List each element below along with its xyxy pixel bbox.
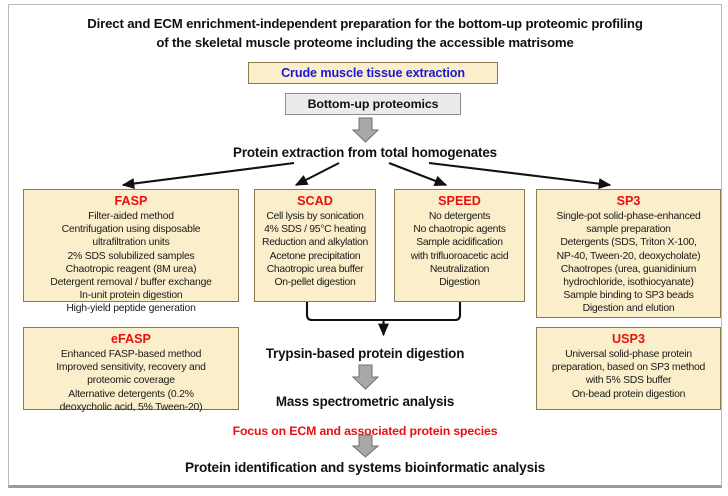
figure-frame: Direct and ECM enrichment-independent pr… [8, 4, 722, 488]
method-line: Reduction and alkylation [261, 237, 369, 249]
block-arrow-down-final [351, 434, 380, 458]
figure-title: Direct and ECM enrichment-independent pr… [9, 15, 721, 52]
method-name-usp3: USP3 [612, 332, 645, 346]
method-box-fasp: FASP Filter-aided method Centrifugation … [23, 189, 239, 314]
method-line: NP-40, Tween-20, deoxycholate) [556, 250, 701, 262]
crude-muscle-tissue-extraction-box: Crude muscle tissue extraction [248, 62, 498, 84]
method-line: Sample binding to SP3 beads [563, 290, 694, 302]
method-name-speed: SPEED [438, 194, 481, 208]
method-line: High-yield peptide generation [66, 303, 196, 315]
method-line: with 5% SDS buffer [585, 375, 672, 387]
method-box-speed: SPEED No detergents No chaotropic agents… [394, 189, 525, 302]
method-line: Filter-aided method [88, 211, 174, 222]
method-line: hydrochloride, isothiocyanate) [563, 277, 694, 289]
method-line: with trifluoroacetic acid [410, 250, 509, 262]
method-line: sample preparation [586, 224, 671, 236]
figure-title-line-2: of the skeletal muscle proteome includin… [156, 34, 574, 50]
method-line: deoxycholic acid, 5% Tween-20) [59, 401, 203, 413]
diverging-arrows [121, 161, 612, 190]
method-line: No chaotropic agents [413, 224, 506, 236]
method-line: 4% SDS / 95°C heating [264, 224, 366, 236]
trypsin-digestion-label: Trypsin-based protein digestion [265, 346, 465, 361]
method-line: Single-pot solid-phase-enhanced [556, 211, 701, 222]
mass-spectrometric-analysis-label: Mass spectrometric analysis [275, 394, 455, 409]
method-line: Centrifugation using disposable [61, 224, 201, 236]
method-name-efasp: eFASP [111, 332, 151, 346]
method-name-scad: SCAD [297, 194, 333, 208]
method-line: Chaotropes (urea, guanidinium [560, 263, 697, 275]
method-line: Universal solid-phase protein [565, 349, 692, 360]
method-line: Detergents (SDS, Triton X-100, [560, 237, 697, 249]
method-line: Digestion [439, 277, 480, 289]
method-line: proteomic coverage [87, 375, 175, 387]
method-line: No detergents [428, 211, 491, 222]
method-box-scad: SCAD Cell lysis by sonication 4% SDS / 9… [254, 189, 376, 302]
figure-title-line-1: Direct and ECM enrichment-independent pr… [87, 16, 643, 31]
method-line: ultrafiltration units [92, 237, 170, 249]
method-line: In-unit protein digestion [79, 290, 183, 302]
bottom-up-proteomics-box: Bottom-up proteomics [285, 93, 461, 115]
method-line: Digestion and elution [582, 303, 675, 315]
method-name-fasp: FASP [114, 194, 148, 208]
method-lines-efasp: Enhanced FASP-based method Improved sens… [24, 348, 238, 414]
method-line: Acetone precipitation [269, 250, 361, 262]
method-box-efasp: eFASP Enhanced FASP-based method Improve… [23, 327, 239, 413]
method-line: Chaotropic urea buffer [266, 263, 364, 275]
block-arrow-down-massspec [351, 364, 380, 390]
scad-speed-join-bracket [305, 302, 462, 337]
method-name-sp3: SP3 [616, 194, 641, 208]
method-lines-sp3: Single-pot solid-phase-enhanced sample p… [537, 210, 720, 316]
method-line: Detergent removal / buffer exchange [50, 277, 212, 289]
method-line: On-pellet digestion [274, 277, 356, 289]
protein-extraction-label: Protein extraction from total homogenate… [233, 145, 497, 160]
method-lines-fasp: Filter-aided method Centrifugation using… [24, 210, 238, 316]
method-lines-scad: Cell lysis by sonication 4% SDS / 95°C h… [255, 210, 375, 289]
method-line: Enhanced FASP-based method [60, 349, 202, 360]
method-box-usp3: USP3 Universal solid-phase protein prepa… [536, 327, 721, 410]
method-line: Neutralization [429, 263, 490, 275]
method-line: preparation, based on SP3 method [551, 362, 706, 374]
method-line: Sample acidification [416, 237, 503, 249]
method-line: 2% SDS solubilized samples [67, 250, 195, 262]
method-line: Cell lysis by sonication [266, 211, 364, 222]
block-arrow-down-extraction [351, 117, 380, 143]
method-box-sp3: SP3 Single-pot solid-phase-enhanced samp… [536, 189, 721, 318]
method-line: Chaotropic reagent (8M urea) [65, 263, 197, 275]
focus-ecm-label: Focus on ECM and associated protein spec… [232, 424, 498, 438]
method-lines-speed: No detergents No chaotropic agents Sampl… [395, 210, 524, 289]
method-line: Alternative detergents (0.2% [68, 388, 194, 400]
method-line: On-bead protein digestion [571, 388, 686, 400]
method-line: Improved sensitivity, recovery and [56, 362, 206, 374]
protein-identification-label: Protein identification and systems bioin… [184, 460, 546, 475]
method-lines-usp3: Universal solid-phase protein preparatio… [537, 348, 720, 401]
